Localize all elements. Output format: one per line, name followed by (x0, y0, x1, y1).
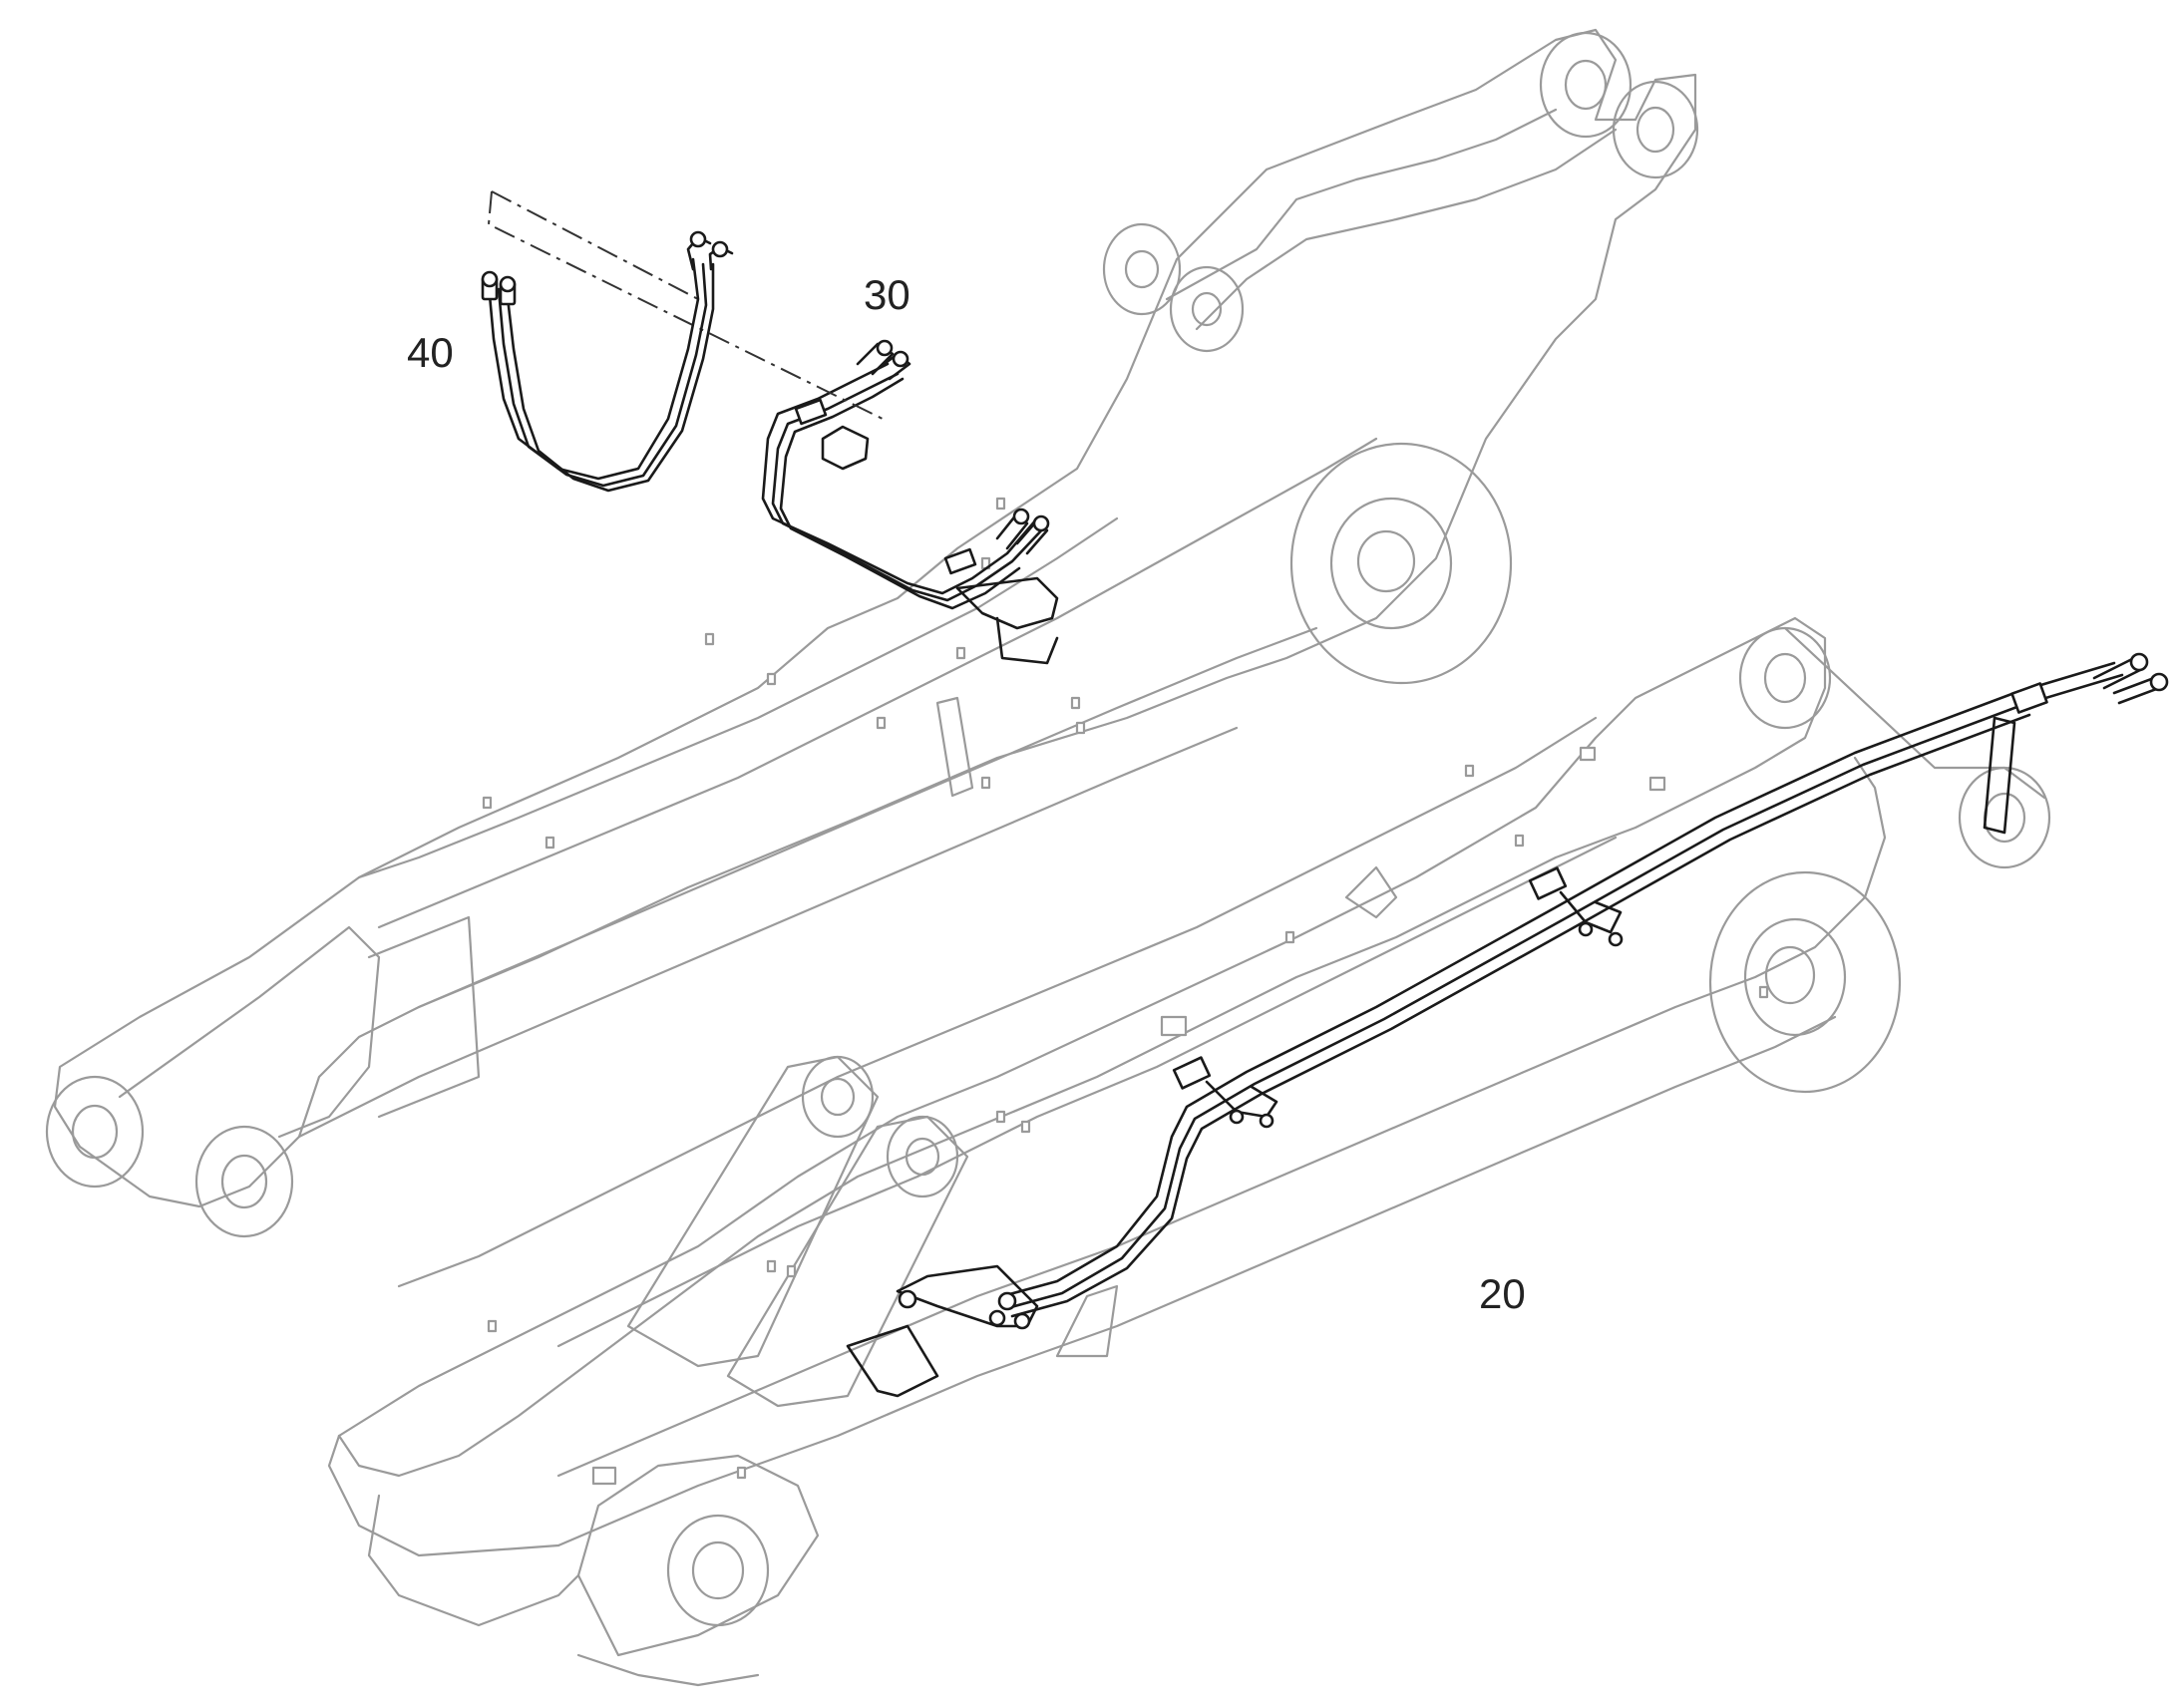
lower-boom (327, 616, 2051, 1687)
tube-assembly-20[interactable] (846, 652, 2169, 1398)
fastener-set-lower (487, 746, 1769, 1486)
callout-item-40: 40 (407, 329, 454, 376)
upper-boom (45, 28, 1699, 1238)
callout-item-30: 30 (864, 271, 910, 318)
tube-assembly-30[interactable] (761, 339, 1059, 665)
fastener-set-upper (482, 497, 1086, 850)
alignment-line (487, 190, 884, 420)
hose-assembly-40[interactable] (481, 230, 734, 493)
callout-item-20: 20 (1479, 1270, 1526, 1317)
alignment-line-2 (491, 190, 699, 300)
